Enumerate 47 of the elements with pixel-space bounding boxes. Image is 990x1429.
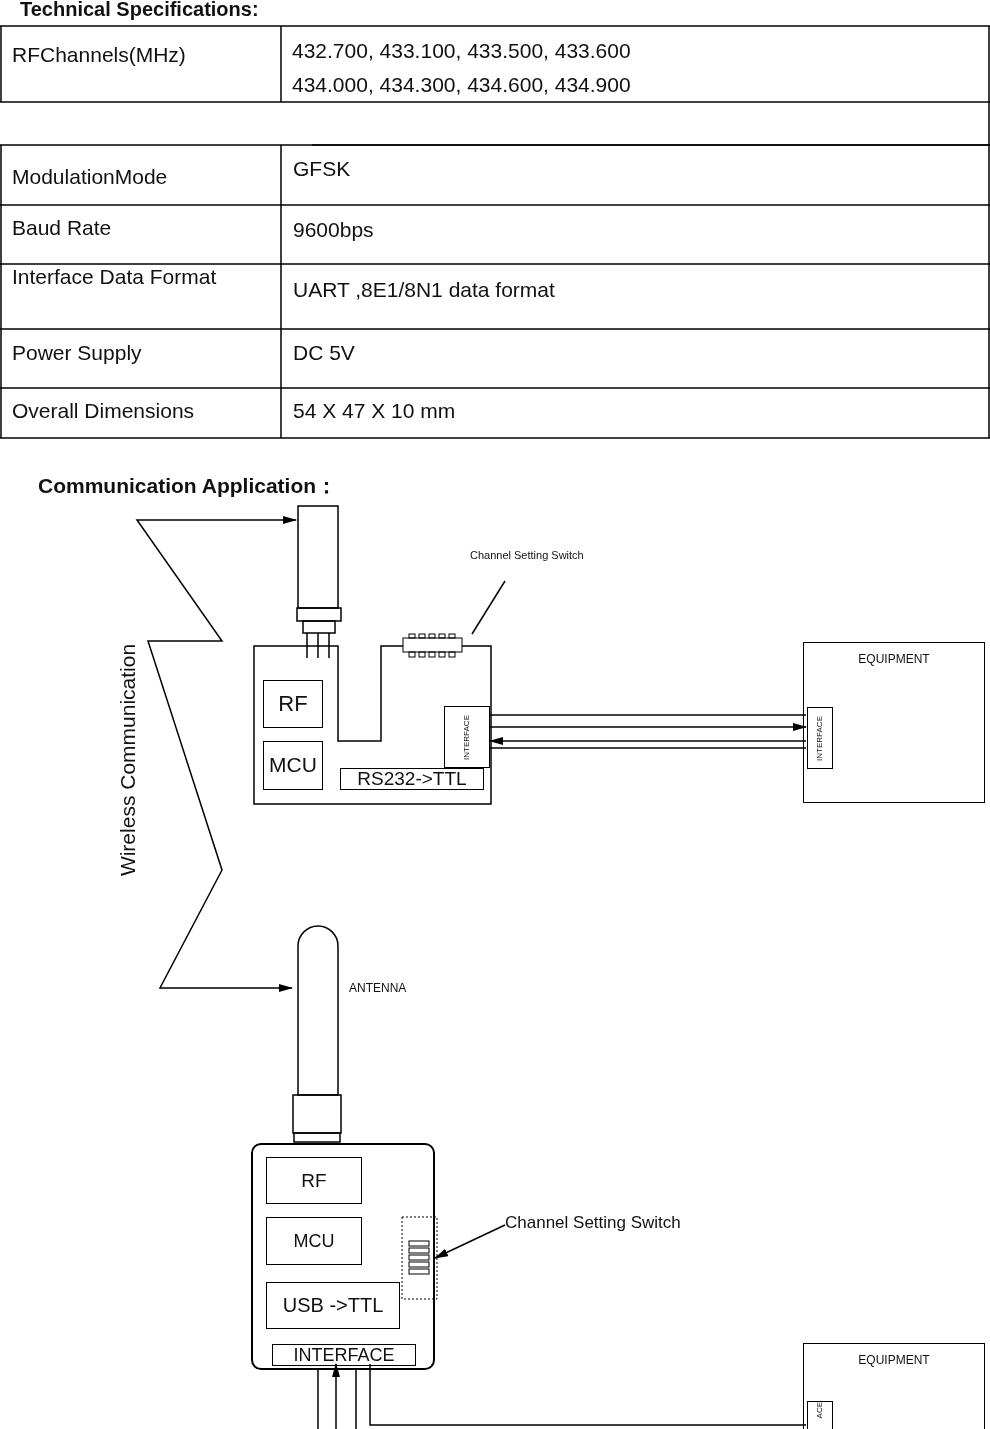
callout-text: Channel Setting Switch — [470, 549, 600, 581]
spec-value: 54 X 47 X 10 mm — [293, 398, 457, 424]
callout-text: Channel Setting Switch — [505, 1213, 695, 1257]
wireless-link-arrow — [135, 516, 297, 992]
rf-block: RF — [263, 680, 323, 728]
cable-line — [489, 714, 807, 716]
section-heading: Technical Specifications: — [20, 0, 260, 21]
antenna-drawing — [292, 925, 342, 1143]
spec-value: 432.700, 433.100, 433.500, 433.600 434.000, 434.300, 434.600, 434.900 — [292, 38, 632, 98]
spec-value: UART ,8E1/8N1 data format — [293, 277, 556, 303]
cable-line — [489, 747, 807, 749]
module-outline — [251, 1143, 435, 1370]
mcu-block: MCU — [263, 741, 323, 790]
spec-name: Overall Dimensions — [12, 398, 196, 424]
interface-block — [807, 1401, 833, 1429]
arrow — [489, 723, 807, 731]
equipment-box: EQUIPMENT INTERFACE — [803, 642, 985, 803]
interface-block — [807, 707, 833, 769]
antenna-label: ANTENNA — [349, 981, 408, 995]
interface-text: INTERFACE — [462, 714, 472, 760]
interface-block: INTERFACE — [272, 1344, 416, 1366]
spec-value: GFSK — [293, 156, 352, 182]
interface-text: INTERFACE — [815, 715, 825, 761]
dip-switch — [403, 634, 462, 657]
rf-block: RF — [266, 1157, 362, 1204]
connector-line — [369, 1363, 807, 1426]
spec-name: RFChannels(MHz) — [12, 42, 187, 68]
spec-name: Baud Rate — [12, 215, 113, 241]
arrow — [332, 1363, 340, 1429]
converter-block: RS232->TTL — [340, 768, 484, 790]
arrow — [489, 737, 807, 745]
edge-label: Wireless Communication — [116, 643, 141, 877]
spec-name: Power Supply — [12, 340, 143, 366]
interface-text: ACE — [815, 1402, 825, 1419]
spec-value: DC 5V — [293, 340, 356, 366]
converter-block: USB ->TTL — [266, 1282, 400, 1329]
equipment-box: EQUIPMENT ACE — [803, 1343, 985, 1429]
spec-value: 9600bps — [293, 217, 375, 243]
interface-block — [444, 706, 490, 768]
mcu-block: MCU — [266, 1217, 362, 1265]
spec-name: Interface Data Format — [12, 264, 218, 290]
antenna-drawing — [296, 505, 342, 660]
dip-switch — [402, 1217, 437, 1299]
module-outline — [253, 645, 492, 805]
leader-line — [434, 1224, 506, 1259]
spec-name: ModulationMode — [12, 164, 169, 190]
section-heading: Communication Application： — [38, 473, 339, 499]
